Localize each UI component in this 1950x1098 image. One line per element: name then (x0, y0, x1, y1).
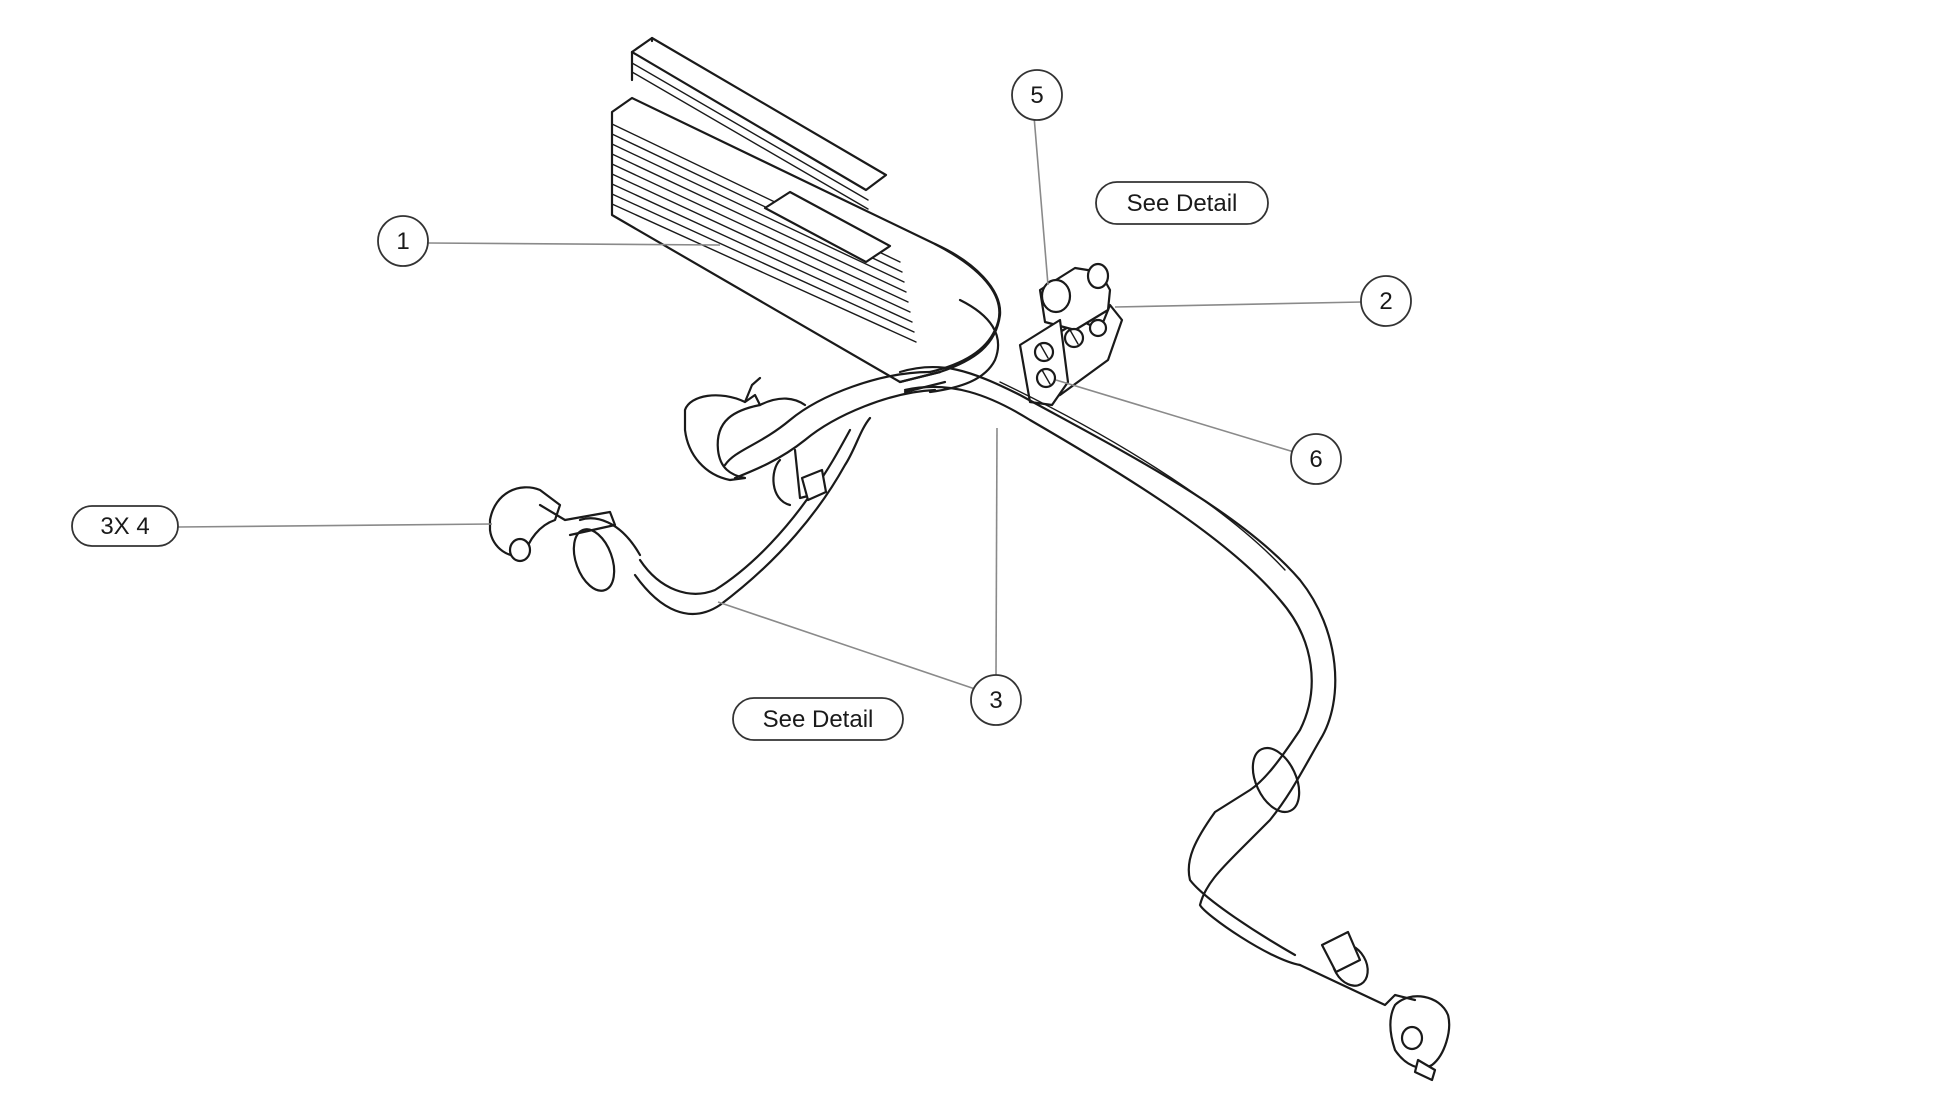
leader-lines (177, 115, 1363, 691)
see-detail-upper-label: See Detail (1127, 190, 1238, 217)
leader-3a (717, 601, 979, 691)
balloon-1-label: 1 (396, 228, 409, 255)
leader-qty4 (177, 523, 493, 528)
harness-drawing (488, 36, 1451, 1082)
qty-note-4-label: 3X 4 (100, 513, 149, 540)
see-detail-lower-label: See Detail (763, 706, 874, 733)
leader-2 (1114, 301, 1363, 308)
balloon-2-label: 2 (1379, 288, 1392, 315)
harness-main-leg (898, 365, 1451, 1082)
qty-note-4: 3X 4 (71, 505, 179, 547)
leader-3b (995, 427, 998, 676)
balloon-3: 3 (970, 674, 1022, 726)
leader-1 (427, 242, 721, 246)
balloon-6: 6 (1290, 433, 1342, 485)
balloon-2: 2 (1360, 275, 1412, 327)
see-detail-upper: See Detail (1095, 181, 1269, 225)
leader-5 (1033, 115, 1049, 286)
harness-left-branch (488, 370, 937, 615)
leader-6 (1055, 379, 1295, 453)
balloon-5: 5 (1011, 69, 1063, 121)
balloon-1: 1 (377, 215, 429, 267)
connector-block (1018, 262, 1124, 407)
ribbon-stack (610, 36, 1002, 394)
see-detail-lower: See Detail (732, 697, 904, 741)
p-clip (683, 376, 807, 482)
balloon-6-label: 6 (1309, 446, 1322, 473)
balloon-3-label: 3 (989, 687, 1002, 714)
balloon-5-label: 5 (1030, 82, 1043, 109)
